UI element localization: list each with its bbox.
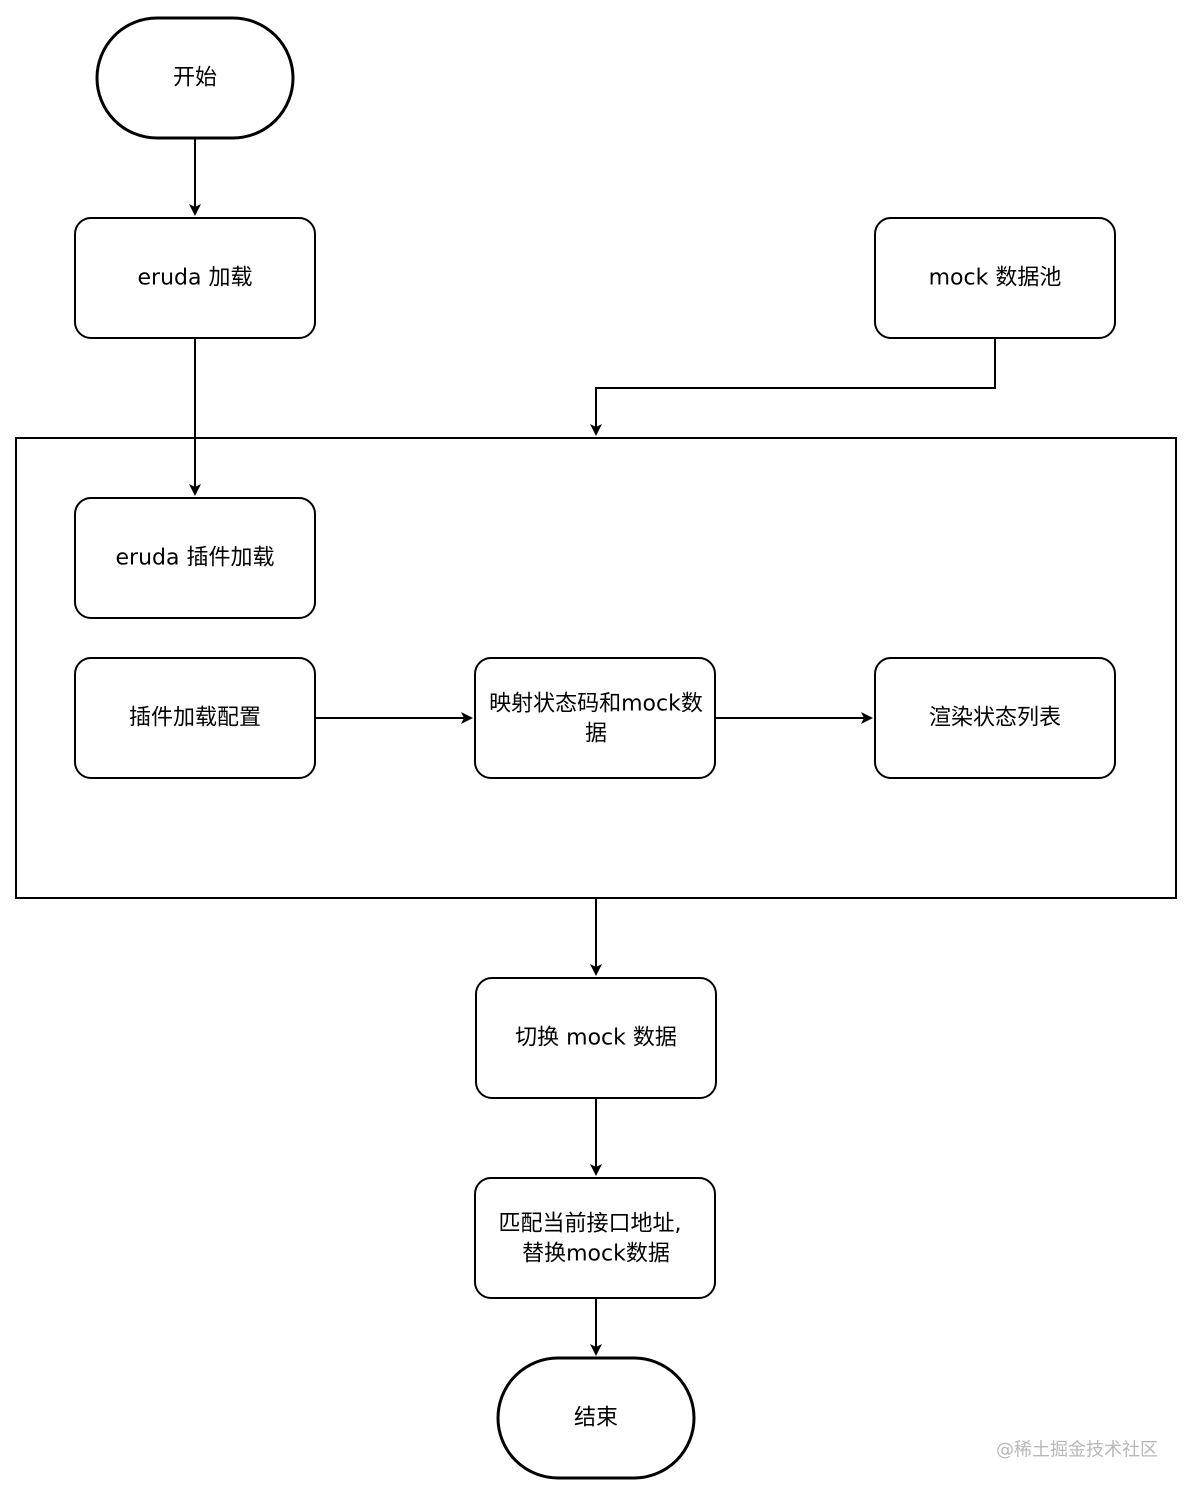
match-replace-label-line2: 替换mock数据 [522, 1242, 670, 1267]
switch-mock-label: 切换 mock 数据 [515, 1026, 677, 1051]
map-status-box [474, 657, 716, 779]
node-plugin-load: eruda 插件加载 [74, 497, 316, 619]
node-render-list: 渲染状态列表 [874, 657, 1116, 779]
eruda-load-box [74, 217, 316, 339]
end-terminal-shape [496, 1356, 696, 1480]
edge-mock-pool-to-container [590, 338, 996, 436]
switch-mock-box [475, 977, 717, 1099]
plugin-config-label: 插件加载配置 [129, 706, 261, 731]
node-end: 结束 [496, 1356, 696, 1480]
node-start: 开始 [95, 16, 295, 140]
map-status-label-line2: 据 [585, 722, 607, 747]
node-switch-mock: 切换 mock 数据 [475, 977, 717, 1099]
plugin-load-box [74, 497, 316, 619]
edges [189, 138, 996, 1356]
node-plugin-config: 插件加载配置 [74, 657, 316, 779]
plugin-load-label: eruda 插件加载 [116, 546, 275, 571]
match-replace-label-line1: 匹配当前接口地址, [499, 1212, 682, 1237]
node-map-status: 映射状态码和mock数 据 [474, 657, 716, 779]
render-list-label: 渲染状态列表 [929, 706, 1061, 731]
node-eruda-load: eruda 加载 [74, 217, 316, 339]
end-label: 结束 [574, 1406, 618, 1431]
eruda-load-label: eruda 加载 [138, 266, 253, 291]
start-label: 开始 [173, 66, 217, 91]
mock-pool-label: mock 数据池 [929, 266, 1062, 291]
node-match-replace: 匹配当前接口地址, 替换mock数据 [474, 1177, 716, 1299]
match-replace-box [474, 1177, 716, 1299]
watermark-text: @稀土掘金技术社区 [996, 1440, 1158, 1461]
map-status-label-line1: 映射状态码和mock数 [489, 692, 703, 717]
node-mock-pool: mock 数据池 [874, 217, 1116, 339]
render-list-box [874, 657, 1116, 779]
plugin-config-box [74, 657, 316, 779]
start-terminal-shape [95, 16, 295, 140]
mock-pool-box [874, 217, 1116, 339]
